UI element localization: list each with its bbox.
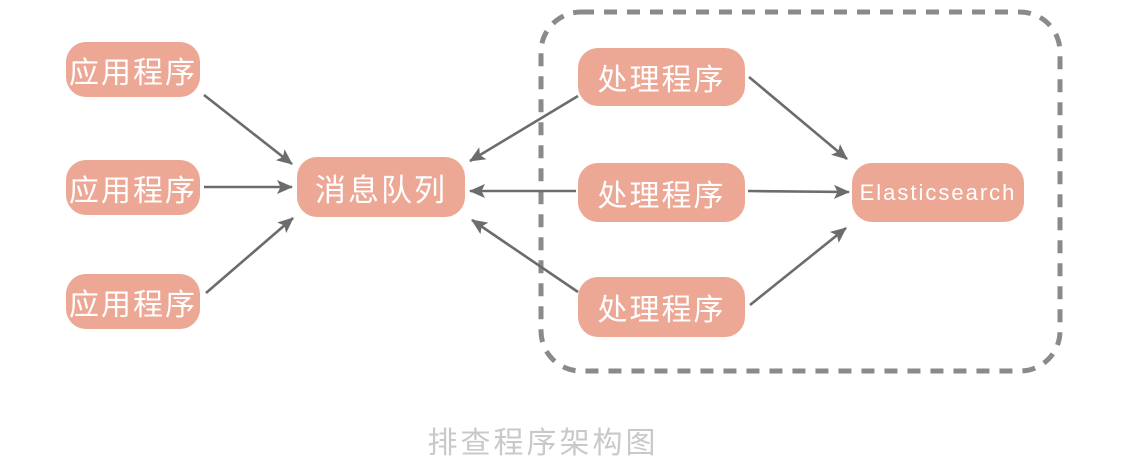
elasticsearch-node: Elasticsearch bbox=[852, 163, 1024, 222]
edge-handler-3-to-message-queue bbox=[471, 218, 579, 294]
app-node-3: 应用程序 bbox=[66, 274, 200, 329]
app-node-1: 应用程序 bbox=[66, 42, 200, 97]
edge-app-1-to-message-queue bbox=[203, 93, 293, 166]
handler-node-1: 处理程序 bbox=[578, 48, 745, 106]
diagram-caption: 排查程序架构图 bbox=[427, 427, 659, 460]
edge-app-3-to-message-queue bbox=[205, 217, 294, 294]
edge-handler-1-to-message-queue bbox=[469, 94, 579, 163]
edge-handler-2-to-elasticsearch bbox=[747, 184, 850, 199]
handler-node-2: 处理程序 bbox=[578, 163, 745, 222]
handler-node-3: 处理程序 bbox=[578, 277, 745, 337]
edge-handler-3-to-elasticsearch bbox=[749, 226, 847, 307]
app-node-2: 应用程序 bbox=[66, 160, 200, 215]
message-queue-node: 消息队列 bbox=[297, 157, 465, 217]
edge-handler-1-to-elasticsearch bbox=[748, 76, 848, 160]
